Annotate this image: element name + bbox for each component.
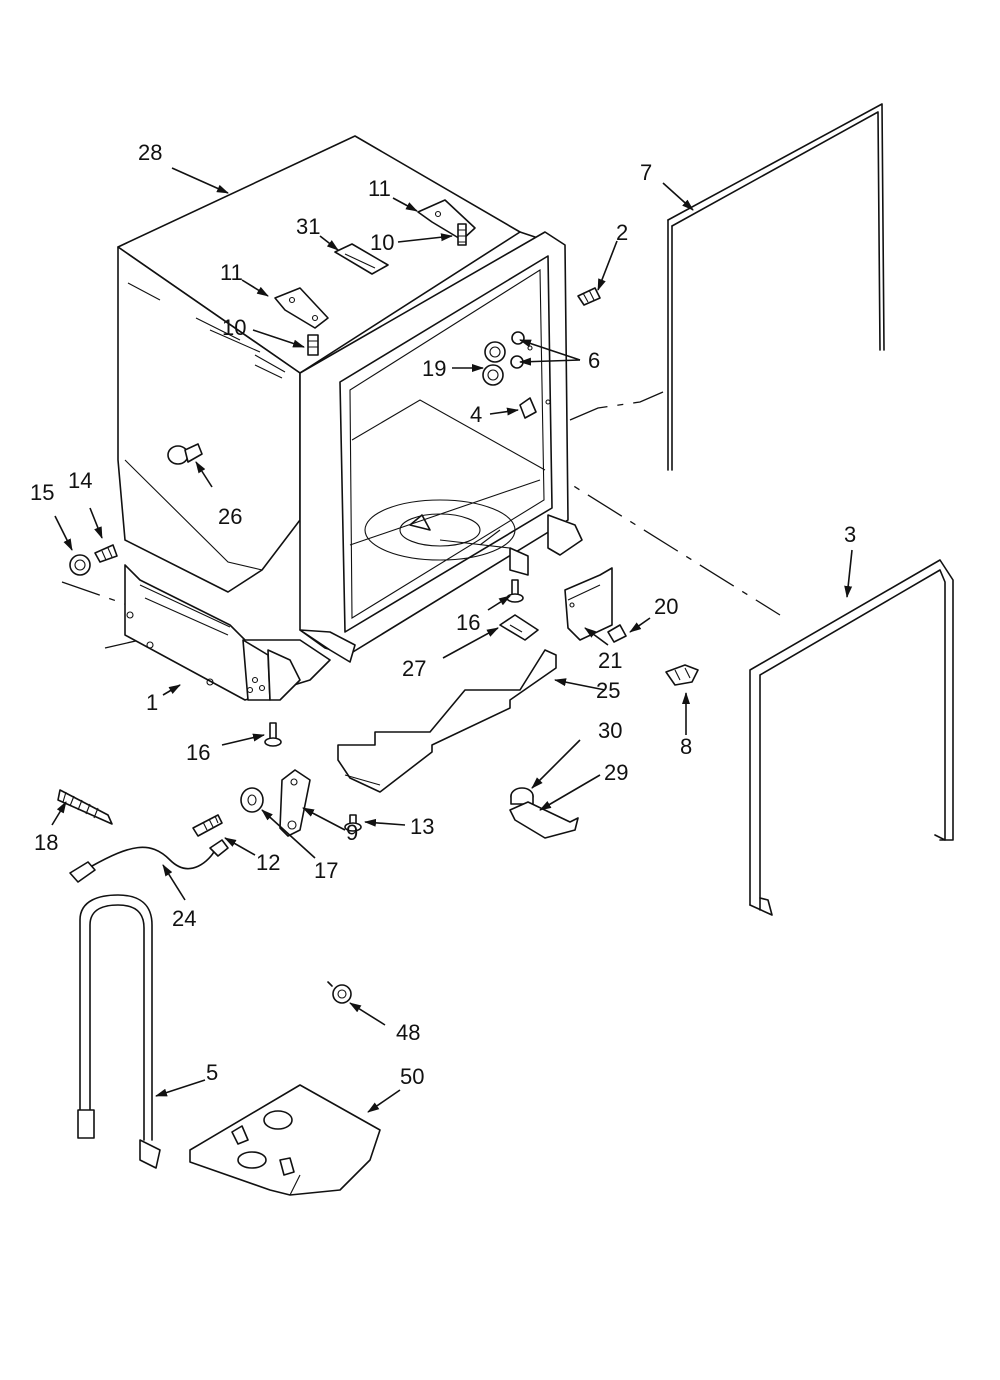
label-part-21: 21 xyxy=(598,648,622,673)
label-part-30: 30 xyxy=(598,718,622,743)
foot-16-left xyxy=(264,722,282,747)
label-part-14: 14 xyxy=(68,468,92,493)
door-gasket xyxy=(667,103,885,471)
screw-14 xyxy=(94,544,118,563)
plug-4 xyxy=(519,397,551,419)
label-part-15: 15 xyxy=(30,480,54,505)
label-part-26: 26 xyxy=(218,504,242,529)
washer-17 xyxy=(240,787,264,813)
label-part-13: 13 xyxy=(410,814,434,839)
label-part-50: 50 xyxy=(400,1064,424,1089)
part-labels: 28 11 31 10 11 10 2 7 6 19 4 26 15 14 16… xyxy=(30,140,856,1089)
screw-2 xyxy=(577,287,601,306)
tub-frame xyxy=(117,135,583,701)
screw-10-top xyxy=(457,223,467,246)
label-part-19: 19 xyxy=(422,356,446,381)
clip-27 xyxy=(499,614,539,641)
label-part-11: 11 xyxy=(368,176,391,201)
screw-12 xyxy=(192,814,223,837)
bracket-9 xyxy=(279,769,311,837)
label-part-24: 24 xyxy=(172,906,196,931)
label-part-29: 29 xyxy=(604,760,628,785)
hinge-bracket-left xyxy=(274,287,329,329)
label-part-28: 28 xyxy=(138,140,162,165)
label-part-11: 11 xyxy=(220,260,243,285)
label-part-7: 7 xyxy=(640,160,652,185)
clip-8 xyxy=(665,664,699,686)
label-part-25: 25 xyxy=(596,678,620,703)
nut-19 xyxy=(482,341,506,386)
label-part-8: 8 xyxy=(680,734,692,759)
label-part-10: 10 xyxy=(222,315,246,340)
thermostat-30 xyxy=(510,787,534,805)
bracket-29 xyxy=(509,801,579,839)
screw-10-left xyxy=(307,334,319,356)
label-part-2: 2 xyxy=(616,220,628,245)
label-part-48: 48 xyxy=(396,1020,420,1045)
label-part-1: 1 xyxy=(146,690,158,715)
parts-bag-50 xyxy=(189,1084,381,1196)
tub-gasket xyxy=(749,559,954,916)
spring-18 xyxy=(57,789,113,825)
screw-20 xyxy=(607,624,627,643)
bracket-21 xyxy=(564,567,613,641)
label-part-4: 4 xyxy=(470,402,482,427)
clamp-48 xyxy=(327,981,352,1004)
plug-26 xyxy=(167,443,203,465)
label-part-17: 17 xyxy=(314,858,338,883)
label-part-16: 16 xyxy=(186,740,210,765)
label-part-20: 20 xyxy=(654,594,678,619)
leader-arrows xyxy=(51,167,853,1113)
label-part-9: 9 xyxy=(346,820,358,845)
label-part-18: 18 xyxy=(34,830,58,855)
label-part-16: 16 xyxy=(456,610,480,635)
hose-5 xyxy=(77,894,161,1169)
label-part-3: 3 xyxy=(844,522,856,547)
label-part-6: 6 xyxy=(588,348,600,373)
wire-24 xyxy=(69,839,229,883)
label-part-5: 5 xyxy=(206,1060,218,1085)
label-part-10: 10 xyxy=(370,230,394,255)
label-part-12: 12 xyxy=(256,850,280,875)
label-part-27: 27 xyxy=(402,656,426,681)
plate-25 xyxy=(337,649,557,793)
clip-13 xyxy=(344,814,362,832)
clip-31 xyxy=(334,243,389,275)
nut-15 xyxy=(69,554,91,576)
foot-16-right xyxy=(506,579,524,603)
label-part-31: 31 xyxy=(296,214,320,239)
